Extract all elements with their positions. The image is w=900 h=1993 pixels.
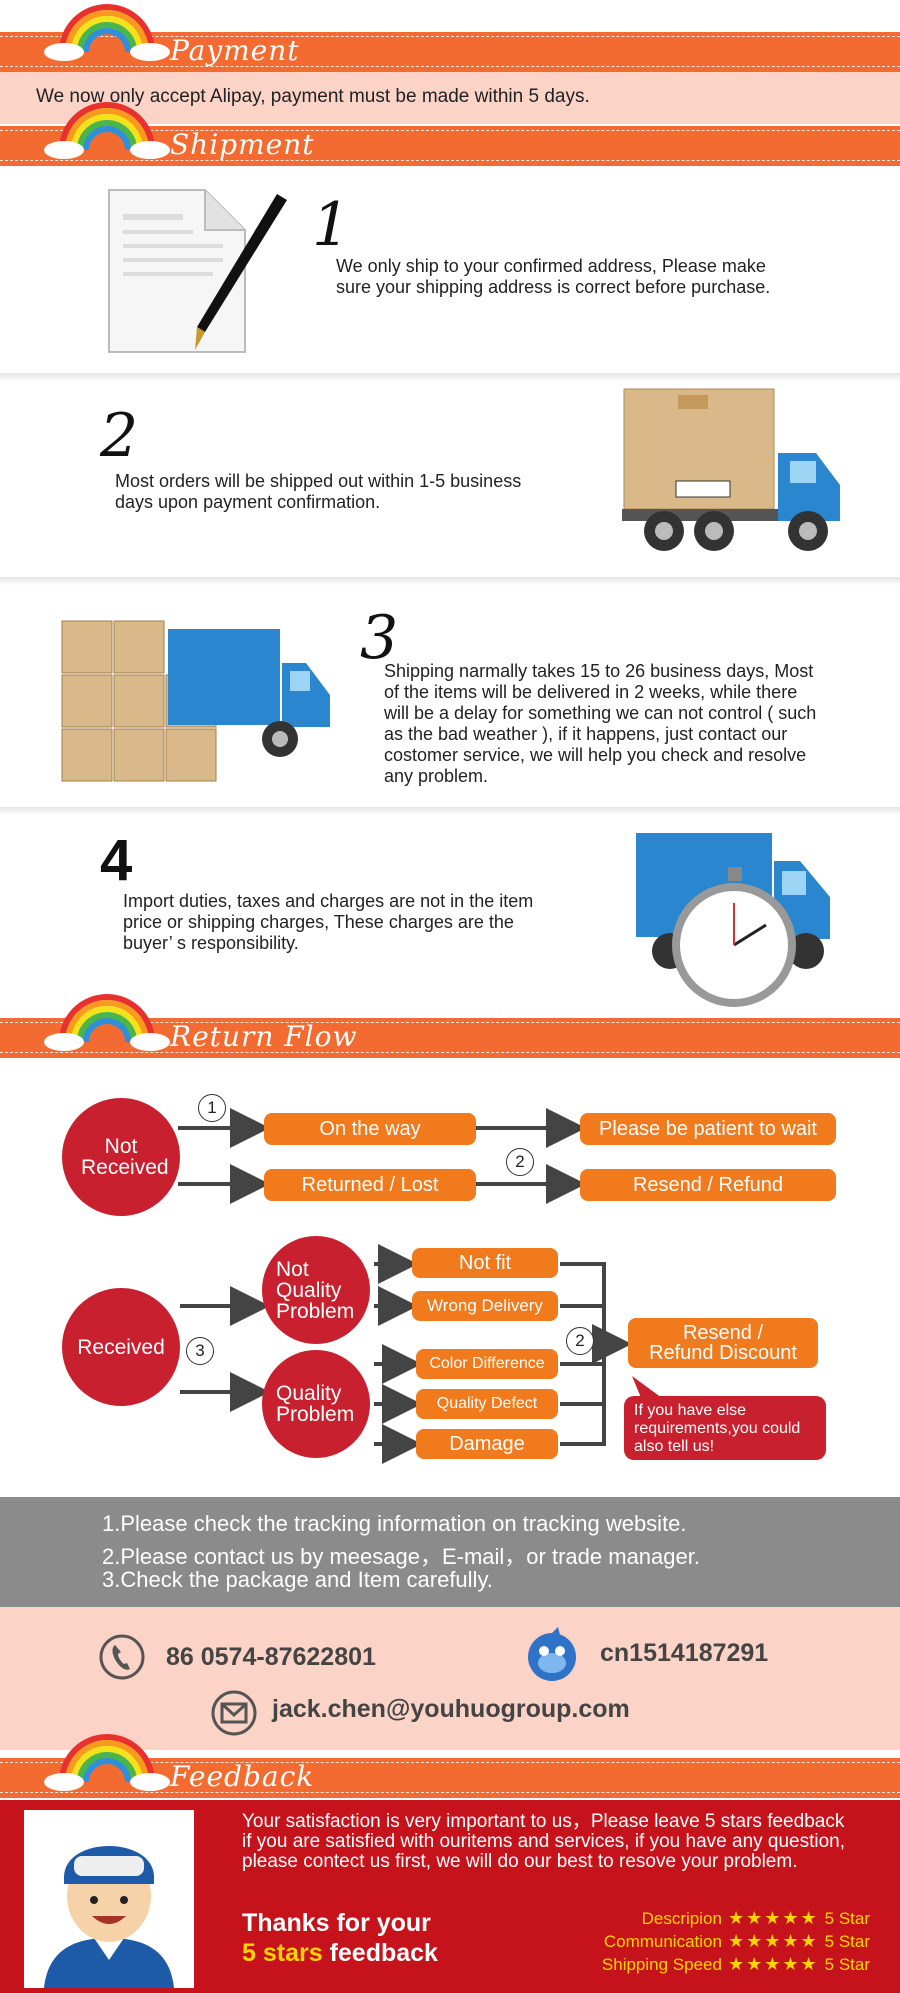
else-requirements-note: If you have else requirements,you could … (624, 1396, 826, 1460)
email-icon (211, 1690, 257, 1736)
step-text: Import duties, taxes and charges are not… (123, 891, 534, 953)
step-text: We only ship to your confirmed address, … (336, 256, 771, 297)
step-number: 1 (312, 190, 351, 260)
tip-line: 3.Check the package and Item carefully. (102, 1567, 493, 1592)
step-text: Shipping narmally takes 15 to 26 busines… (384, 661, 817, 786)
rainbow-cloud-icon (44, 994, 170, 1051)
phone-icon (99, 1634, 145, 1680)
quality-node: Quality Problem (262, 1350, 370, 1458)
phone-number[interactable]: 86 0574-87622801 (166, 1643, 376, 1671)
rainbow-cloud-icon (44, 4, 170, 61)
color-difference-pill: Color Difference (416, 1349, 558, 1379)
step-number: 2 (100, 401, 139, 471)
star-icon: ★★★★★ (727, 1931, 819, 1951)
step-badge: 2 (506, 1148, 534, 1176)
mascot-frame (24, 1810, 194, 1988)
shipment-step-1: 1 We only ship to your confirmed address… (0, 168, 900, 373)
feedback-panel: Your satisfaction is very important to u… (0, 1800, 900, 1993)
quality-defect-pill: Quality Defect (416, 1389, 558, 1419)
not-fit-pill: Not fit (412, 1248, 558, 1278)
resend-refund-pill: Resend / Refund (580, 1169, 836, 1201)
rainbow-cloud-icon (44, 102, 170, 159)
shipment-step-2: 2 Most orders will be shipped out within… (0, 381, 900, 577)
payment-text: We now only accept Alipay, payment must … (36, 86, 590, 107)
shipment-step-3: 3 Shipping narmally takes 15 to 26 busin… (0, 585, 900, 807)
step-text: Most orders will be shipped out within 1… (115, 471, 522, 512)
divider (0, 807, 900, 815)
step-number: 4 (100, 828, 133, 893)
step-badge: 1 (198, 1094, 226, 1122)
tip-line: 1.Please check the tracking information … (102, 1511, 687, 1536)
customer-service-mascot-icon (44, 1846, 174, 1988)
speech-tail (632, 1376, 662, 1400)
boxes-truck-icon (61, 620, 330, 782)
shipment-step-4: 4 Import duties, taxes and charges are n… (0, 815, 900, 1015)
star-icon: ★★★★★ (727, 1954, 819, 1974)
thanks-message: Thanks for your 5 stars feedback (242, 1909, 438, 1967)
payment-title: Payment (170, 34, 300, 67)
returned-lost-pill: Returned / Lost (264, 1169, 476, 1201)
truck-stopwatch-icon (636, 833, 830, 1007)
on-the-way-pill: On the way (264, 1113, 476, 1145)
payment-note: We now only accept Alipay, payment must … (0, 72, 900, 124)
return-flow-banner: Return Flow (0, 1018, 900, 1058)
return-flow-title: Return Flow (170, 1020, 358, 1053)
not-quality-node: Not Quality Problem (262, 1236, 370, 1344)
not-received-node: Not Received (62, 1098, 180, 1216)
tip-line: 2.Please contact us by meesage，E-mail，or… (102, 1544, 700, 1569)
rating-row-communication: Communication★★★★★5 Star (603, 1931, 870, 1951)
received-node: Received (62, 1288, 180, 1406)
feedback-paragraph: Your satisfaction is very important to u… (242, 1811, 846, 1872)
email-address[interactable]: jack.chen@youhuogroup.com (272, 1695, 630, 1723)
patient-pill: Please be patient to wait (580, 1113, 836, 1145)
document-pen-icon (108, 189, 287, 353)
shipment-title: Shipment (170, 128, 315, 161)
star-icon: ★★★★★ (727, 1908, 819, 1928)
step-number: 3 (360, 603, 399, 673)
step-badge: 3 (186, 1337, 214, 1365)
rainbow-cloud-icon (44, 1734, 170, 1791)
rating-row-shipping-speed: Shipping Speed★★★★★5 Star (601, 1954, 870, 1974)
qq-id[interactable]: cn1514187291 (600, 1639, 769, 1667)
divider (0, 577, 900, 585)
damage-pill: Damage (416, 1429, 558, 1459)
tips-panel: 1.Please check the tracking information … (0, 1497, 900, 1607)
step-badge: 2 (566, 1327, 594, 1355)
feedback-title: Feedback (170, 1760, 315, 1793)
wrong-delivery-pill: Wrong Delivery (412, 1291, 558, 1321)
flow-connectors (178, 1108, 632, 1464)
qq-penguin-icon (528, 1627, 576, 1681)
divider (0, 373, 900, 381)
contact-panel: 86 0574-87622801 cn1514187291 jack.chen@… (0, 1607, 900, 1750)
rating-row-description: Descripion★★★★★5 Star (641, 1908, 870, 1928)
resend-refund-discount-pill: Resend / Refund Discount (628, 1318, 818, 1368)
box-truck-icon (622, 388, 840, 551)
